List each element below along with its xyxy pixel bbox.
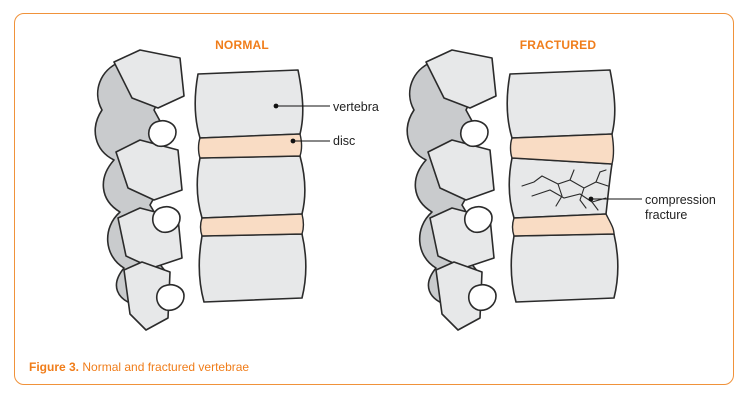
fractured-spine [406,49,642,331]
figure-number: Figure 3. [29,360,80,374]
heading-normal: NORMAL [215,38,269,52]
caption-text: Normal and fractured vertebrae [82,360,250,374]
label-vertebra: vertebra [333,100,379,114]
heading-fractured: FRACTURED [519,38,597,52]
normal-spine [94,49,330,331]
figure-caption: Figure 3. Normal and fractured vertebrae [29,360,249,374]
figure-frame [14,13,734,385]
label-compression: compression [645,193,716,207]
label-fracture: fracture [645,208,688,222]
label-disc: disc [333,134,356,148]
